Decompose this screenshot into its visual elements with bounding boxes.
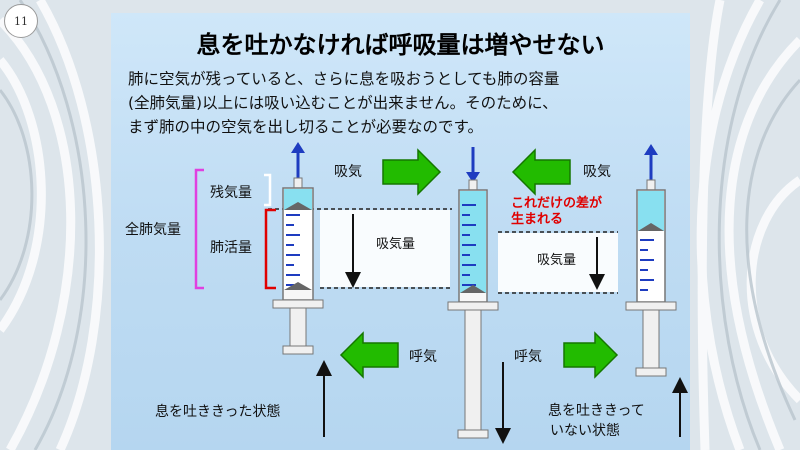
label-state-not-exhaled-line2: いない状態 — [550, 423, 620, 439]
bracket-vital — [264, 208, 276, 290]
syringe-left — [272, 142, 324, 355]
label-inhale-left: 吸気 — [334, 164, 362, 180]
syringe-middle — [447, 147, 499, 439]
label-difference-line1: これだけの差が — [511, 196, 603, 211]
label-state-exhaled: 息を吐ききった状態 — [155, 404, 281, 420]
label-intake-left: 吸気量 — [376, 237, 416, 252]
bracket-residual — [264, 173, 272, 207]
label-inhale-right: 吸気 — [583, 164, 611, 180]
page-number: 11 — [14, 14, 28, 28]
green-arrow-inhale-left — [382, 148, 442, 196]
green-arrow-exhale-left — [339, 331, 399, 379]
bracket-total — [194, 168, 204, 290]
green-arrow-exhale-right — [563, 331, 619, 379]
page-number-badge: 11 — [4, 4, 38, 38]
label-difference: これだけの差が 生まれる — [511, 196, 602, 228]
intake-box-left — [320, 210, 450, 287]
label-state-not-exhaled: 息を吐ききって いない状態 — [548, 401, 645, 441]
syringe-right — [625, 144, 677, 377]
green-arrow-inhale-right — [511, 148, 571, 196]
label-difference-line2: 生まれる — [511, 212, 564, 227]
slide-body-text: 肺に空気が残っていると、さらに息を吸おうとしても肺の容量 (全肺気量)以上には吸… — [128, 67, 688, 139]
label-exhale-right: 呼気 — [514, 349, 542, 365]
body-line-2: (全肺気量)以上には吸い込むことが出来ません。そのために、 — [128, 94, 558, 112]
label-total-lung-capacity: 全肺気量 — [125, 222, 181, 238]
label-state-not-exhaled-line1: 息を吐ききって — [548, 403, 645, 419]
label-residual-volume: 残気量 — [210, 185, 252, 201]
body-line-3: まず肺の中の空気を出し切ることが必要なのです。 — [128, 118, 483, 136]
label-exhale-left: 呼気 — [409, 349, 437, 365]
slide-title: 息を吐かなければ呼吸量は増やせない — [196, 31, 605, 59]
body-line-1: 肺に空気が残っていると、さらに息を吸おうとしても肺の容量 — [128, 70, 560, 88]
label-intake-right: 吸気量 — [537, 253, 577, 268]
label-vital-capacity: 肺活量 — [210, 240, 252, 256]
